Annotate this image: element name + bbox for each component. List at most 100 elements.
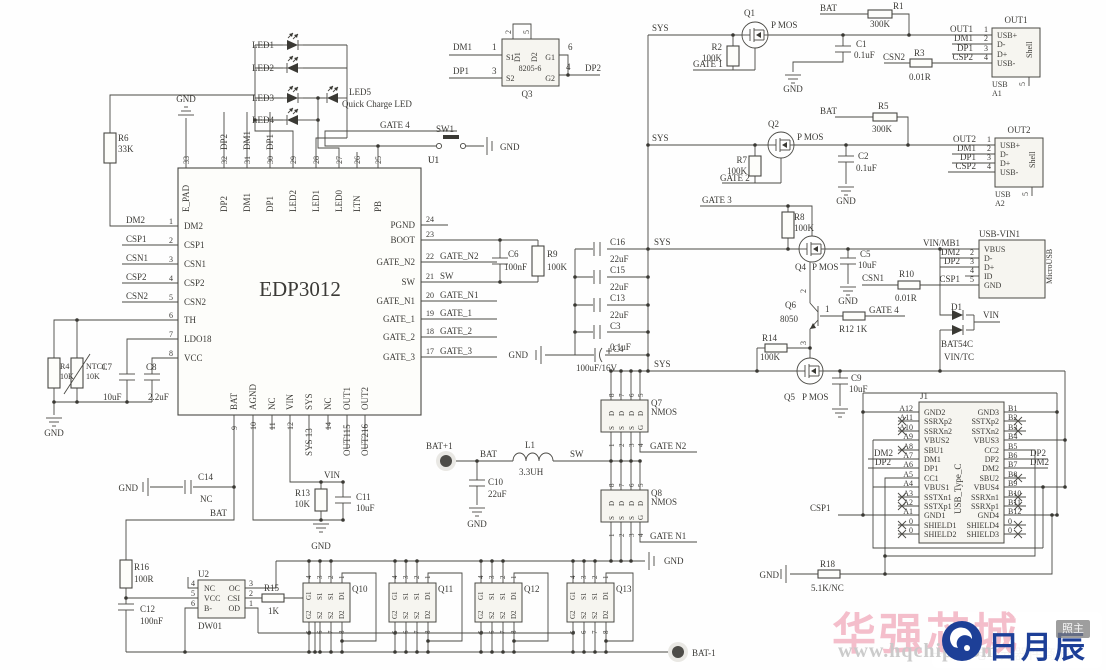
connector-sub: MicroUSB	[1045, 249, 1054, 284]
u1-pin-name: GATE_N2	[377, 257, 416, 267]
junction-dot	[501, 559, 505, 563]
pin-des: B3	[1008, 423, 1017, 432]
junction-dot	[415, 650, 419, 654]
label-gnd: GND	[500, 142, 520, 152]
junction-dot	[646, 353, 650, 357]
pin-name: G	[637, 515, 645, 520]
label-led5: LED5	[349, 87, 371, 97]
net-label: CSP2	[952, 52, 973, 62]
led-arrow-icon	[289, 33, 293, 37]
wire	[639, 432, 697, 453]
pin-num: 3	[984, 44, 988, 53]
label-c7: C7	[101, 362, 112, 372]
label-l1: L1	[525, 440, 535, 450]
pad-bat-plus	[440, 455, 452, 467]
net-label: CSP1	[126, 234, 147, 244]
junction-dot	[861, 410, 865, 414]
label-c11: C11	[356, 492, 371, 502]
label-10uf: 10uF	[356, 503, 375, 513]
connector-out1	[991, 27, 1041, 78]
u1-pin-num: 3	[169, 255, 173, 264]
pin-num: 1	[608, 533, 616, 537]
label-bat: BAT	[480, 449, 498, 459]
junction-dot	[609, 369, 613, 373]
label-4: 4	[566, 62, 571, 72]
u1-pin-name: PGND	[390, 220, 415, 230]
junction-dot	[841, 33, 845, 37]
pin-des: A3	[903, 489, 913, 498]
net-label: GATE_N2	[440, 251, 479, 261]
label-r14: R14	[762, 333, 778, 343]
label-r15: R15	[264, 583, 280, 593]
pin-num: 6	[628, 393, 636, 397]
led-icon	[287, 115, 298, 125]
connector-sub: USB	[992, 80, 1008, 89]
label-c4: C4	[613, 344, 624, 354]
label-c8: C8	[146, 362, 157, 372]
junction-dot	[646, 275, 650, 279]
label-c12: C12	[140, 604, 155, 614]
pin-num: 3	[628, 533, 636, 537]
pin-num: 5	[637, 483, 645, 487]
net-label: CSP2	[955, 161, 976, 171]
fet-pack	[566, 582, 615, 623]
pin-name: S2	[316, 611, 324, 619]
label-0-01r: 0.01R	[909, 72, 931, 82]
net-label: OUT1	[950, 24, 973, 34]
fet-q8	[600, 489, 649, 523]
u1-pin-num: 27	[335, 156, 344, 164]
pin-name: G2	[391, 610, 399, 619]
label-dp2: DP2	[1030, 448, 1046, 458]
label-bat-1: BAT-1	[692, 648, 716, 658]
pin-num: 2	[970, 248, 974, 257]
u1-pin-num: 25	[374, 156, 383, 164]
u1-pin-num: 29	[289, 156, 298, 164]
pin-name: G1	[391, 591, 399, 600]
label-q5: Q5	[784, 392, 795, 402]
wire	[605, 572, 634, 642]
pin-num: 4	[637, 443, 645, 447]
fet-ref: Q13	[616, 584, 632, 594]
junction-dot	[125, 400, 129, 404]
pin-name: SHIELD4	[967, 521, 999, 530]
junction-dot	[593, 650, 597, 654]
label-gate-3: GATE 3	[702, 195, 732, 205]
junction-dot	[253, 118, 257, 122]
led-arrow-icon	[289, 108, 293, 112]
junction-dot	[638, 369, 642, 373]
pin-name: D+	[1000, 159, 1011, 168]
u1-pin-name: BOOT	[391, 235, 416, 245]
label-8205-6: 8205-6	[519, 64, 542, 73]
u1-pin-name: E_PAD	[181, 184, 191, 212]
pin-num: 3	[970, 257, 974, 266]
pin-num: 2	[618, 533, 626, 537]
pin-des: B7	[1008, 460, 1017, 469]
led-arrow-icon	[294, 57, 298, 61]
label-22uf: 22uF	[610, 254, 629, 264]
pin-name: SSTXn1	[924, 493, 952, 502]
no-connect-x-icon	[897, 426, 907, 436]
net-label: CSP2	[126, 272, 147, 282]
junction-dot	[573, 303, 577, 307]
npn-icon	[809, 302, 819, 313]
label-gate-4: GATE 4	[869, 305, 899, 315]
junction-dot	[731, 33, 735, 37]
u1-pin-name: VIN	[285, 394, 295, 410]
label-gnd: GND	[119, 483, 139, 493]
u2-pin-num: 1	[249, 599, 253, 608]
label-bat54c: BAT54C	[941, 339, 973, 349]
pin-name: SSRXn1	[971, 493, 999, 502]
label-100nf: 100nF	[140, 616, 163, 626]
u1-pin-num: 31	[243, 156, 252, 164]
label-sys: SYS	[654, 359, 671, 369]
pin-name: D	[618, 411, 626, 416]
junction-dot	[1063, 485, 1067, 489]
net-label: GATE_N1	[440, 290, 479, 300]
net-label: DM1	[957, 143, 976, 153]
junction-dot	[498, 238, 502, 242]
label-q3: Q3	[522, 89, 533, 99]
label-gate-n2: GATE N2	[650, 441, 686, 451]
resistor-r18	[817, 569, 841, 579]
label-100k: 100K	[760, 352, 781, 362]
u1-pin-num: 21	[426, 272, 434, 281]
